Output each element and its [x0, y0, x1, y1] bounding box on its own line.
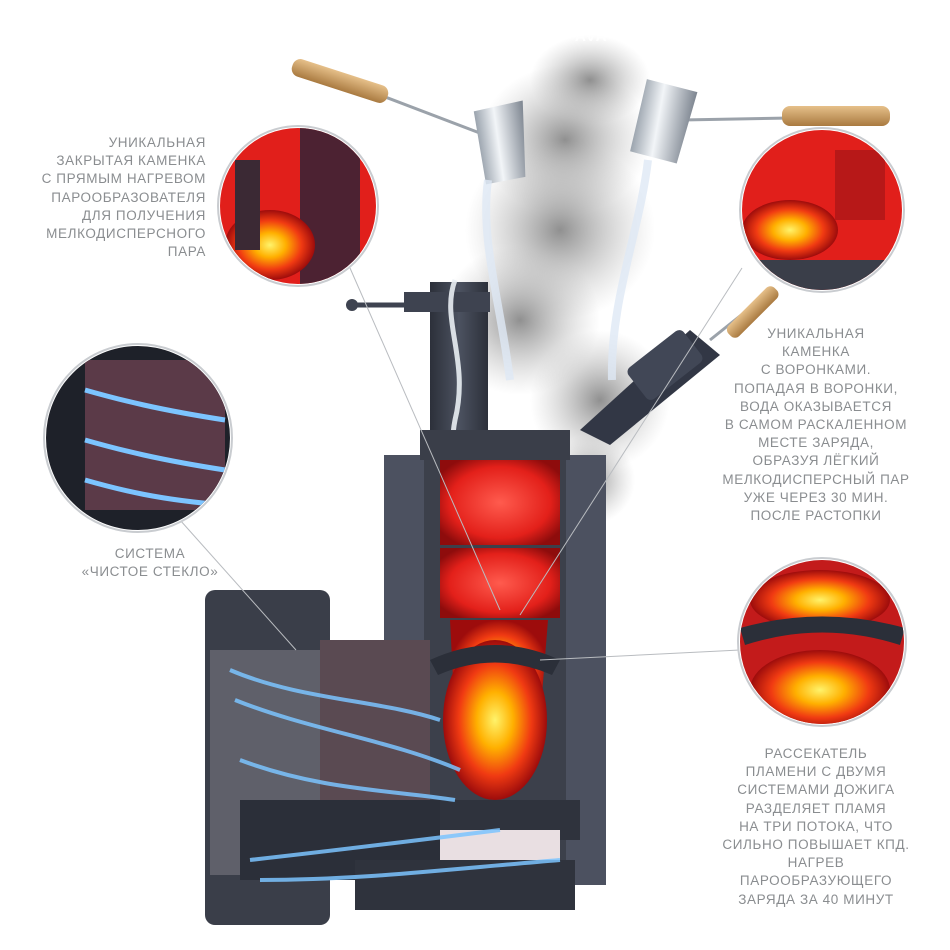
caption-line: НАГРЕВ — [787, 855, 845, 871]
caption-line: ЗАКРЫТАЯ КАМЕНКА — [56, 153, 206, 169]
caption-line: ВОДА ОКАЗЫВАЕТСЯ — [740, 398, 892, 414]
caption-clean-glass: СИСТЕМА «ЧИСТОЕ СТЕКЛО» — [60, 545, 240, 581]
caption-line: ЗАРЯДА ЗА 40 МИНУТ — [738, 891, 894, 907]
caption-line: РАССЕКАТЕЛЬ — [764, 746, 868, 761]
caption-line: СИЛЬНО ПОВЫШАЕТ КПД. — [722, 837, 910, 853]
caption-line: ДЛЯ ПОЛУЧЕНИЯ — [82, 207, 206, 223]
caption-line: ПЛАМЕНИ С ДВУМЯ — [745, 764, 887, 780]
zoom-funnel-heater — [739, 127, 905, 293]
caption-line: ПАРООБРАЗОВАТЕЛЯ — [51, 189, 206, 205]
caption-line: ПОПАДАЯ В ВОРОНКИ, — [734, 380, 898, 396]
zoom-flame-splitter — [737, 557, 907, 727]
zoom-clean-glass — [43, 343, 233, 533]
caption-line: С ПРЯМЫМ НАГРЕВОМ — [41, 171, 206, 187]
caption-line: МЕСТЕ ЗАРЯДА, — [758, 435, 874, 451]
caption-line: УНИКАЛЬНАЯ — [108, 135, 206, 150]
caption-line: УЖЕ ЧЕРЕЗ 30 МИН. — [743, 489, 889, 505]
caption-line: ПОСЛЕ РАСТОПКИ — [750, 508, 882, 524]
caption-closed-heater: УНИКАЛЬНАЯ ЗАКРЫТАЯ КАМЕНКА С ПРЯМЫМ НАГРЕ… — [20, 134, 206, 261]
caption-line: КАМЕНКА — [782, 344, 850, 360]
caption-line: ПАРА — [167, 244, 206, 260]
caption-line: РАЗДЕЛЯЕТ ПЛАМЯ — [745, 800, 887, 816]
caption-line: УНИКАЛЬНАЯ — [767, 326, 865, 341]
caption-line: ОБРАЗУЯ ЛЁГКИЙ — [752, 453, 880, 469]
ladle-right — [607, 79, 890, 381]
caption-flame-splitter: РАССЕКАТЕЛЬ ПЛАМЕНИ С ДВУМЯ СИСТЕМАМИ ДОЖИ… — [700, 745, 932, 909]
caption-line: СИСТЕМА — [114, 546, 186, 561]
stove-tower — [384, 430, 606, 885]
caption-line: СИСТЕМАМИ ДОЖИГА — [737, 782, 895, 798]
caption-line: МЕЛКОДИСПЕРСНЫЙ ПАР — [722, 471, 910, 487]
caption-line: МЕЛКОДИСПЕРСНОГО — [46, 226, 206, 242]
caption-line: В САМОМ РАСКАЛЕННОМ — [724, 417, 908, 433]
airflow-arrows — [229, 668, 561, 882]
heater-lid — [580, 286, 779, 445]
brand-logo-text: AVA — [575, 28, 608, 45]
zoom-closed-heater — [217, 125, 379, 287]
caption-line: «ЧИСТОЕ СТЕКЛО» — [81, 564, 219, 580]
caption-line: НА ТРИ ПОТОКА, ЧТО — [739, 818, 893, 834]
caption-line: ПАРООБРАЗУЮЩЕГО — [739, 873, 893, 889]
caption-funnel-heater: УНИКАЛЬНАЯ КАМЕНКА С ВОРОНКАМИ. ПОПАДАЯ В В… — [700, 325, 932, 525]
callout-lines — [179, 267, 743, 661]
caption-line: С ВОРОНКАМИ. — [760, 362, 872, 378]
ladle-left — [291, 59, 526, 381]
